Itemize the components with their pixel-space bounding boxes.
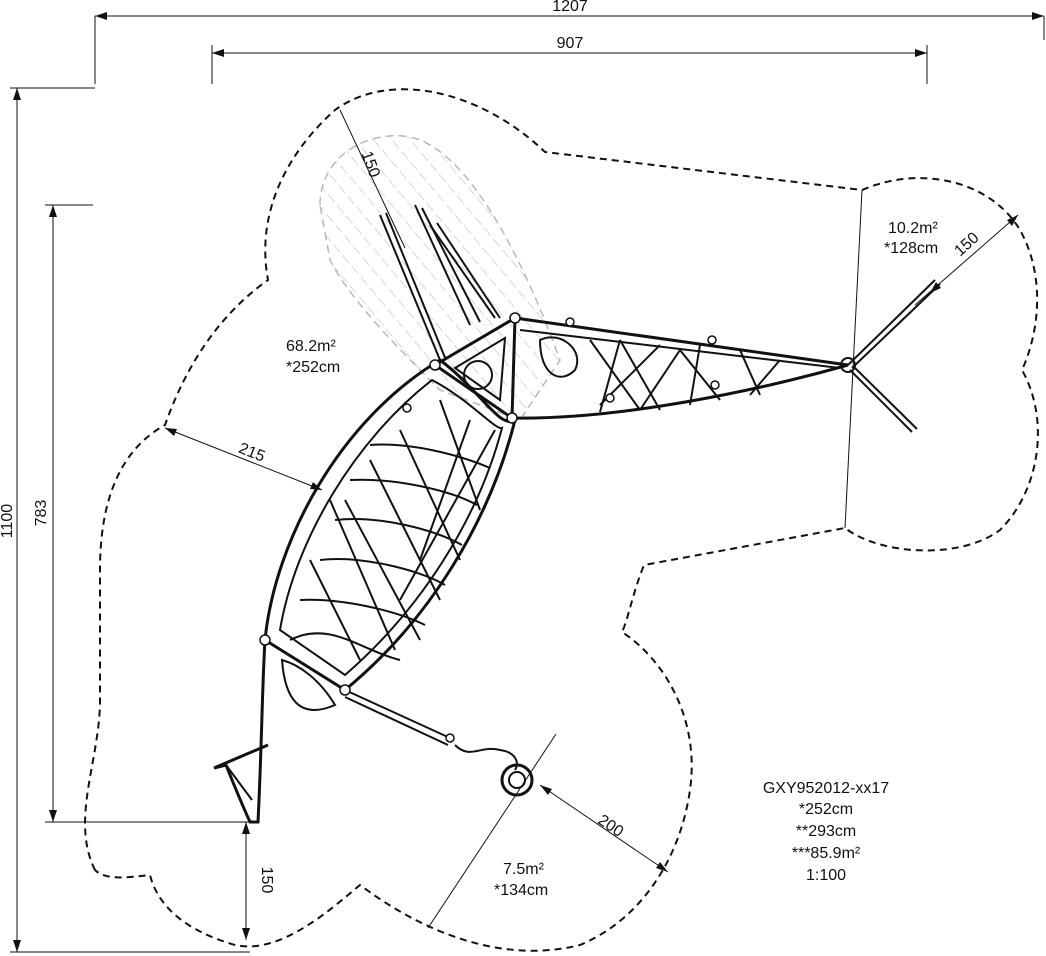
equipment-bridge-bottom-rail <box>511 363 849 420</box>
left-bottom-clearance-label: 150 <box>258 867 275 894</box>
dimension-bottom-clearance: 200 <box>539 784 669 873</box>
equipment-head-hub <box>432 315 517 421</box>
zone-divider-bottom <box>427 733 557 929</box>
dimension-inner-height: 783 <box>33 204 258 823</box>
equipment-tail-platform <box>280 658 337 711</box>
model-number: GXY952012-xx17 <box>763 780 889 797</box>
info-height-1: *252cm <box>799 801 853 818</box>
equipment-right-fin-down <box>849 366 918 433</box>
inner-height-label: 783 <box>33 500 50 527</box>
equipment-head-ring <box>463 360 493 390</box>
equipment-main-frame-inner <box>278 378 504 677</box>
info-height-2: **293cm <box>796 823 856 840</box>
equipment-lower-rail <box>344 689 451 746</box>
dimension-inner-width: 907 <box>211 35 928 84</box>
equipment-bridge-inner-rail <box>519 329 841 369</box>
right-clearance-label: 150 <box>951 229 982 260</box>
slide-zone-hatched <box>319 135 561 421</box>
overall-height-label: 1100 <box>0 504 16 539</box>
play-equipment <box>213 204 941 824</box>
bottom-zone-area: 7.5m² <box>503 861 545 878</box>
bottom-zone-height: *134cm <box>494 882 548 899</box>
right-zone-height: *128cm <box>884 240 938 257</box>
equipment-bridge-loop <box>538 336 579 378</box>
info-scale: 1:100 <box>806 867 846 884</box>
main-zone-height: *252cm <box>286 359 340 376</box>
info-block: GXY952012-xx17 *252cm **293cm ***85.9m² … <box>763 780 889 884</box>
equipment-joints <box>259 312 720 743</box>
equipment-spinner-center <box>508 771 526 789</box>
dimension-left-bottom-clearance: 150 <box>242 822 275 940</box>
equipment-right-fin-up <box>847 279 941 369</box>
main-zone-area: 68.2m² <box>286 338 336 355</box>
equipment-slide-rail <box>379 212 447 361</box>
dimension-overall-width: 1207 <box>94 0 1045 84</box>
info-total-area: ***85.9m² <box>792 845 861 862</box>
equipment-pole-upper-right <box>429 222 501 319</box>
dimension-left-clearance: 215 <box>164 427 323 491</box>
equipment-bridge-net <box>589 339 781 413</box>
safety-zone-boundary <box>84 88 1039 952</box>
dimension-overall-height: 1100 <box>0 87 250 953</box>
equipment-main-frame-outer <box>263 358 518 692</box>
right-zone-area: 10.2m² <box>888 220 938 237</box>
inner-width-label: 907 <box>557 35 584 52</box>
overall-width-label: 1207 <box>552 0 588 15</box>
equipment-spinner <box>500 763 534 797</box>
left-clearance-label: 215 <box>236 440 267 466</box>
bottom-clearance-label: 200 <box>595 812 627 841</box>
equipment-net <box>289 399 496 661</box>
equipment-tail-brace <box>225 764 253 801</box>
equipment-head-inner <box>453 336 507 402</box>
equipment-tail <box>213 639 269 824</box>
equipment-lower-cable <box>454 744 518 771</box>
